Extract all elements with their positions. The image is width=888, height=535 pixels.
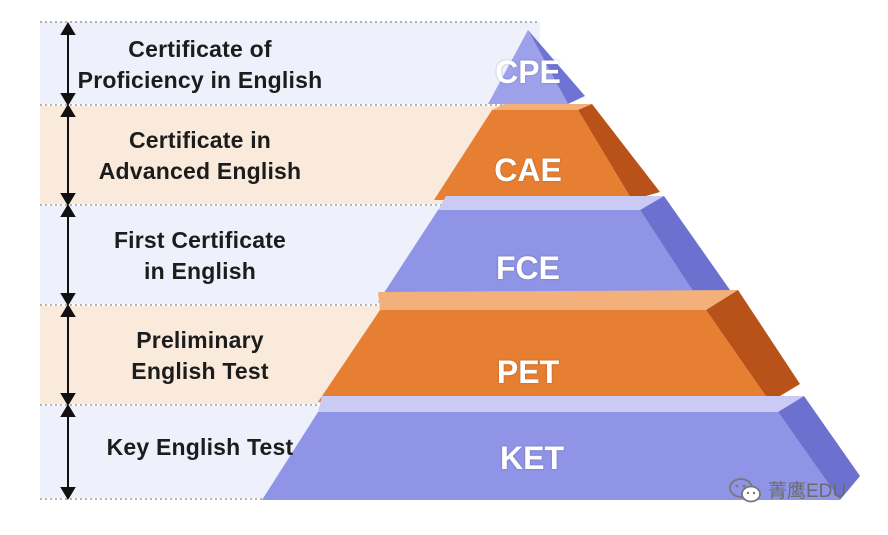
label-line: Advanced English (98, 158, 302, 184)
label-line: Certificate of (128, 36, 272, 62)
label-line: Preliminary (136, 327, 264, 353)
tier-cae (434, 104, 660, 200)
label-line: Certificate in (128, 127, 272, 153)
tier-ket (262, 396, 860, 500)
code-fce: FCE (496, 250, 560, 286)
level-label-cpe: Certificate of Proficiency in English (40, 26, 360, 104)
level-label-ket: Key English Test (40, 412, 360, 482)
tier-fce (378, 196, 730, 302)
range-arrow (60, 204, 76, 306)
label-line: English Test (131, 358, 269, 384)
level-label-fce: First Certificate in English (40, 214, 360, 298)
level-label-cae: Certificate in Advanced English (40, 114, 360, 198)
code-ket: KET (500, 440, 564, 476)
label-line: First Certificate (113, 227, 287, 253)
watermark-text: 菁鹰EDU (768, 481, 847, 502)
range-arrow (60, 22, 76, 106)
tier-cpe (488, 30, 585, 104)
range-arrow (60, 304, 76, 406)
tier-pet (318, 290, 800, 402)
label-line: Key English Test (106, 433, 294, 460)
code-cae: CAE (494, 152, 562, 188)
label-line: Proficiency in English (77, 67, 323, 93)
wechat-icon (729, 477, 761, 502)
label-line: in English (144, 258, 256, 284)
watermark: 菁鹰EDU (728, 476, 846, 503)
range-arrow (60, 104, 76, 206)
band-background-1 (40, 22, 540, 104)
code-cpe: CPE (495, 54, 561, 90)
range-arrow (60, 404, 76, 500)
code-pet: PET (496, 354, 560, 390)
level-label-pet: Preliminary English Test (40, 314, 360, 398)
